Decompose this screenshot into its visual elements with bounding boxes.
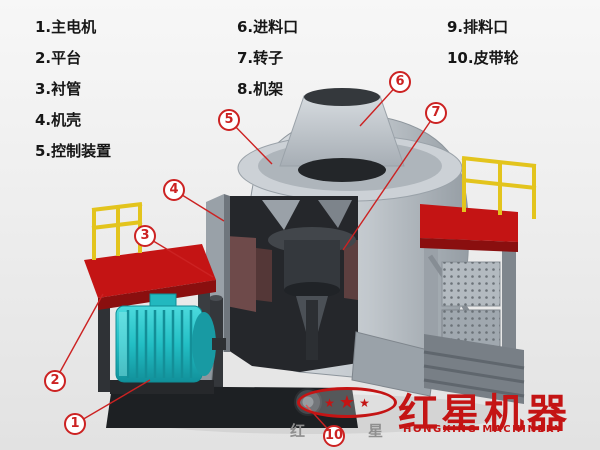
- brand-name: 红星机器: [398, 391, 570, 437]
- legend-item: 5.控制装置: [35, 142, 112, 160]
- discharge-chute: [351, 331, 437, 397]
- legend-item: 8.机架: [237, 80, 284, 98]
- callout-5: 5: [218, 109, 240, 131]
- steps: [424, 334, 524, 404]
- callout-4: 4: [163, 179, 185, 201]
- platform-leg-front: [98, 304, 110, 392]
- callout-7: 7: [425, 102, 447, 124]
- right-platform: [420, 204, 518, 252]
- left-casing-wall: [206, 194, 230, 394]
- star-icon: ★: [359, 395, 370, 410]
- cutaway-interior: [222, 196, 358, 372]
- legend-item: 9.排料口: [447, 18, 509, 36]
- right-railing: [461, 156, 537, 219]
- legend-column-2: 6.进料口 7.转子 8.机架: [237, 12, 298, 105]
- legend-item: 6.进料口: [237, 18, 299, 36]
- logo-watermark-left: 红: [290, 422, 306, 440]
- main-motor: [110, 293, 226, 394]
- base-frame: [106, 386, 358, 428]
- legend-item: 2.平台: [35, 49, 82, 67]
- callout-10: 10: [323, 425, 345, 447]
- legend-column-1: 1.主电机 2.平台 3.衬管 4.机壳 5.控制装置: [35, 12, 111, 167]
- legend: 1.主电机 2.平台 3.衬管 4.机壳 5.控制装置 6.进料口 7.转子 8.机架 9.…: [0, 12, 600, 172]
- right-frame: [423, 240, 525, 404]
- callout-3: 3: [134, 225, 156, 247]
- legend-item: 1.主电机: [35, 18, 97, 36]
- legend-item: 7.转子: [237, 49, 284, 67]
- legend-column-3: 9.排料口 10.皮带轮: [447, 12, 519, 74]
- callout-2: 2: [44, 370, 66, 392]
- legend-item: 4.机壳: [35, 111, 82, 129]
- callout-6: 6: [389, 71, 411, 93]
- legend-item: 10.皮带轮: [447, 49, 519, 67]
- liner-left: [226, 236, 256, 312]
- rotor-assembly: [268, 227, 356, 360]
- callout-1: 1: [64, 413, 86, 435]
- star-icon: ★: [324, 395, 335, 410]
- star-icon: ★: [338, 391, 356, 413]
- brand-subtitle: HONGXING MACHINERY: [403, 424, 564, 435]
- logo-stars-oval: ★ ★ ★: [297, 387, 397, 418]
- legend-item: 3.衬管: [35, 80, 82, 98]
- logo-watermark-right: 星: [368, 422, 384, 440]
